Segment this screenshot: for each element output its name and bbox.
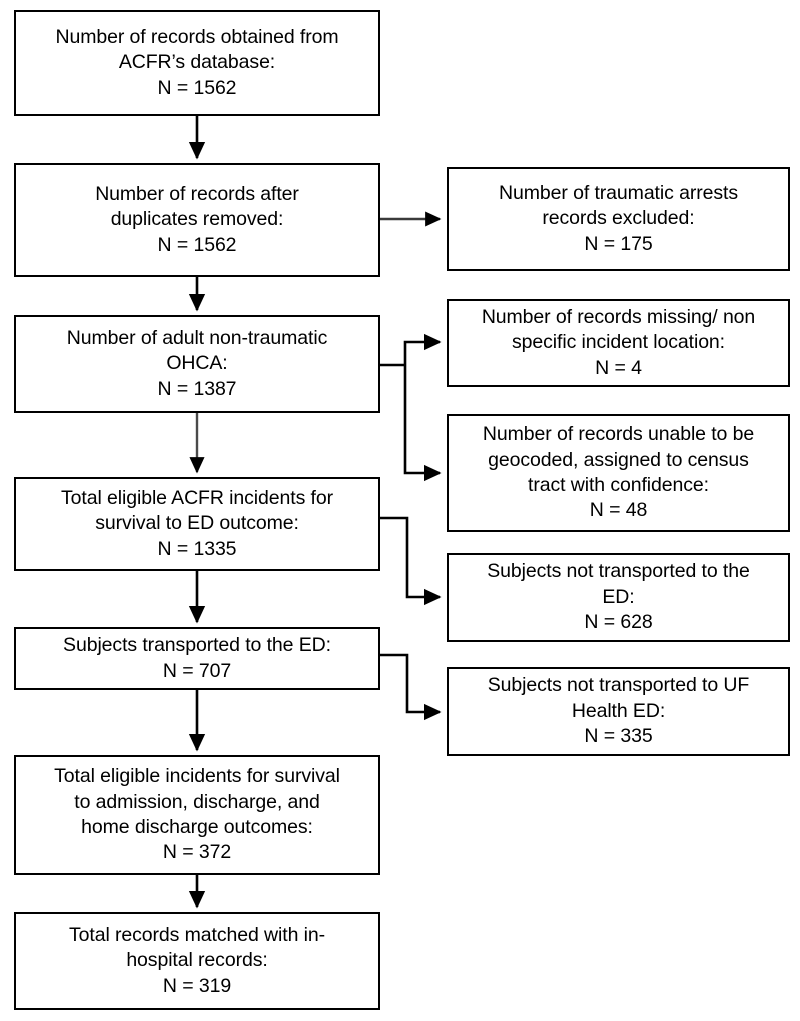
arrow-ohca-to-geocoded [403,365,442,482]
arrow-transported-to-not-uf-health [380,653,442,721]
box-not-transported-ed[interactable]: Subjects not transported to the ED: N = … [447,553,790,642]
arrow-ohca-to-missing-location [403,333,442,365]
box-not-transported-uf-health-label: Subjects not transported to UF Health ED… [487,674,750,748]
box-unable-geocoded[interactable]: Number of records unable to be geocoded,… [447,414,790,532]
box-missing-incident-location-label: Number of records missing/ non specific … [481,305,756,379]
box-matched-inhospital-label: Total records matched with in- hospital … [68,923,326,997]
box-duplicates-removed[interactable]: Number of records after duplicates remov… [14,163,380,277]
box-matched-inhospital[interactable]: Total records matched with in- hospital … [14,912,380,1010]
box-traumatic-arrests-excluded[interactable]: Number of traumatic arrests records excl… [447,167,790,271]
box-not-transported-ed-label: Subjects not transported to the ED: N = … [487,560,750,634]
box-missing-incident-location[interactable]: Number of records missing/ non specific … [447,299,790,387]
box-records-obtained[interactable]: Number of records obtained from ACFR’s d… [14,10,380,116]
box-transported-ed[interactable]: Subjects transported to the ED: N = 707 [14,627,380,690]
box-records-obtained-label: Number of records obtained from ACFR’s d… [55,25,339,99]
box-eligible-acfr-survival-ed[interactable]: Total eligible ACFR incidents for surviv… [14,477,380,571]
box-eligible-acfr-survival-ed-label: Total eligible ACFR incidents for surviv… [61,486,333,560]
box-duplicates-removed-label: Number of records after duplicates remov… [95,182,299,256]
box-traumatic-arrests-excluded-label: Number of traumatic arrests records excl… [499,181,738,255]
box-adult-nontraumatic-ohca[interactable]: Number of adult non-traumatic OHCA: N = … [14,315,380,413]
arrow-eligible-acfr-to-not-transported [380,516,442,606]
box-unable-geocoded-label: Number of records unable to be geocoded,… [482,423,755,522]
box-adult-nontraumatic-ohca-label: Number of adult non-traumatic OHCA: N = … [66,326,328,400]
box-transported-ed-label: Subjects transported to the ED: N = 707 [63,634,331,682]
box-eligible-admission-discharge[interactable]: Total eligible incidents for survival to… [14,755,380,875]
box-not-transported-uf-health[interactable]: Subjects not transported to UF Health ED… [447,667,790,756]
box-eligible-admission-discharge-label: Total eligible incidents for survival to… [54,765,340,864]
